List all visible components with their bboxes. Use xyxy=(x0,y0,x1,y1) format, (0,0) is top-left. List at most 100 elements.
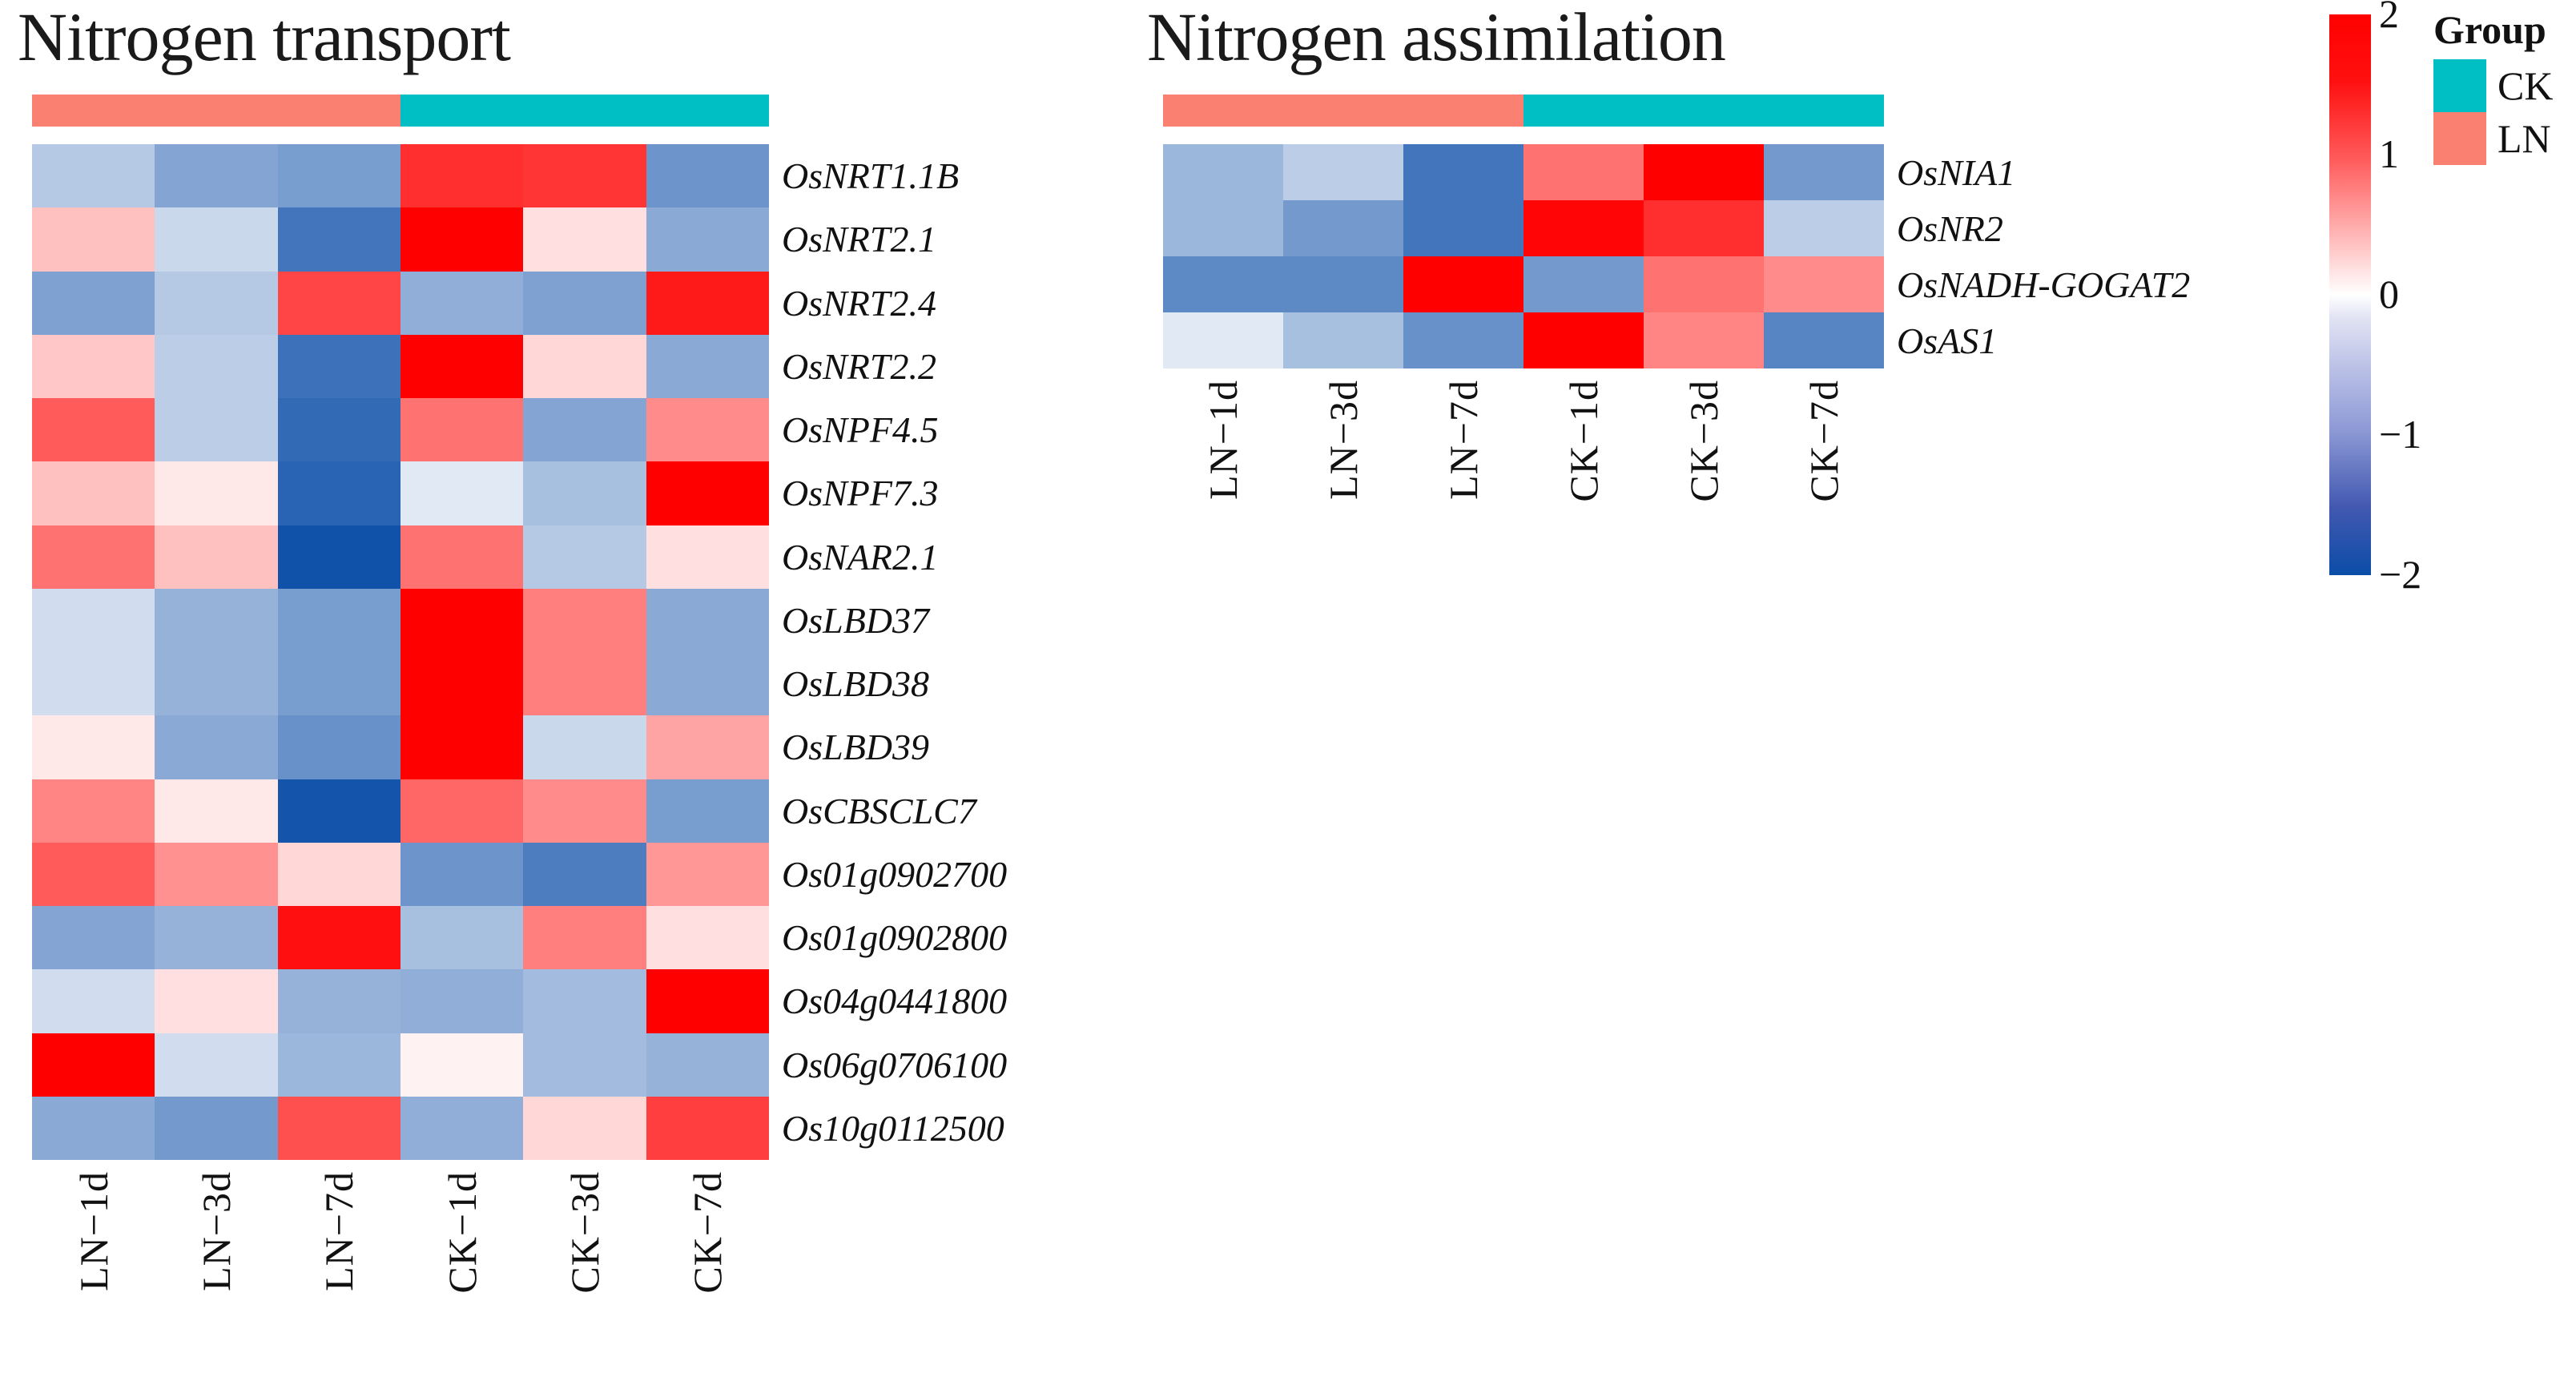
heatmap-cell[interactable] xyxy=(646,398,769,462)
heatmap-cell[interactable] xyxy=(523,779,646,843)
heatmap-cell[interactable] xyxy=(32,207,155,272)
heatmap-cell[interactable] xyxy=(277,398,400,462)
heatmap-cell[interactable] xyxy=(32,969,155,1033)
heatmap-cell[interactable] xyxy=(646,334,769,398)
heatmap-cell[interactable] xyxy=(400,842,524,906)
heatmap-grid[interactable] xyxy=(1163,144,1884,368)
heatmap-cell[interactable] xyxy=(155,779,278,843)
heatmap-cell[interactable] xyxy=(32,906,155,970)
heatmap-cell[interactable] xyxy=(646,906,769,970)
heatmap-cell[interactable] xyxy=(277,715,400,779)
heatmap-cell[interactable] xyxy=(32,1033,155,1097)
heatmap-cell[interactable] xyxy=(523,207,646,272)
heatmap-cell[interactable] xyxy=(400,779,524,843)
heatmap-cell[interactable] xyxy=(400,461,524,525)
heatmap-cell[interactable] xyxy=(1523,144,1644,200)
heatmap-cell[interactable] xyxy=(32,398,155,462)
heatmap-cell[interactable] xyxy=(400,715,524,779)
heatmap-cell[interactable] xyxy=(277,461,400,525)
heatmap-cell[interactable] xyxy=(1283,200,1403,256)
heatmap-cell[interactable] xyxy=(523,334,646,398)
heatmap-cell[interactable] xyxy=(32,588,155,652)
heatmap-cell[interactable] xyxy=(32,652,155,716)
heatmap-cell[interactable] xyxy=(646,1096,769,1160)
heatmap-cell[interactable] xyxy=(523,842,646,906)
heatmap-cell[interactable] xyxy=(277,588,400,652)
heatmap-cell[interactable] xyxy=(155,715,278,779)
heatmap-cell[interactable] xyxy=(400,271,524,335)
heatmap-cell[interactable] xyxy=(523,715,646,779)
heatmap-cell[interactable] xyxy=(277,271,400,335)
heatmap-cell[interactable] xyxy=(32,144,155,208)
heatmap-cell[interactable] xyxy=(155,842,278,906)
legend-item[interactable]: CK xyxy=(2433,59,2553,112)
heatmap-cell[interactable] xyxy=(32,842,155,906)
heatmap-cell[interactable] xyxy=(155,398,278,462)
heatmap-cell[interactable] xyxy=(1764,144,1884,200)
heatmap-cell[interactable] xyxy=(400,1033,524,1097)
heatmap-cell[interactable] xyxy=(523,1033,646,1097)
heatmap-cell[interactable] xyxy=(277,842,400,906)
heatmap-cell[interactable] xyxy=(646,588,769,652)
heatmap-cell[interactable] xyxy=(523,525,646,589)
heatmap-cell[interactable] xyxy=(155,461,278,525)
heatmap-cell[interactable] xyxy=(1764,312,1884,368)
heatmap-cell[interactable] xyxy=(277,906,400,970)
heatmap-cell[interactable] xyxy=(1523,312,1644,368)
heatmap-cell[interactable] xyxy=(1163,200,1283,256)
heatmap-cell[interactable] xyxy=(155,334,278,398)
heatmap-cell[interactable] xyxy=(1283,144,1403,200)
heatmap-cell[interactable] xyxy=(32,461,155,525)
heatmap-cell[interactable] xyxy=(1283,312,1403,368)
heatmap-cell[interactable] xyxy=(1403,256,1523,312)
heatmap-cell[interactable] xyxy=(155,207,278,272)
heatmap-cell[interactable] xyxy=(400,525,524,589)
heatmap-cell[interactable] xyxy=(155,1096,278,1160)
heatmap-cell[interactable] xyxy=(523,588,646,652)
heatmap-cell[interactable] xyxy=(1644,312,1764,368)
heatmap-cell[interactable] xyxy=(277,1033,400,1097)
heatmap-cell[interactable] xyxy=(646,144,769,208)
heatmap-cell[interactable] xyxy=(1644,256,1764,312)
heatmap-cell[interactable] xyxy=(523,906,646,970)
heatmap-cell[interactable] xyxy=(1403,144,1523,200)
heatmap-cell[interactable] xyxy=(1644,200,1764,256)
heatmap-cell[interactable] xyxy=(646,715,769,779)
heatmap-cell[interactable] xyxy=(646,652,769,716)
heatmap-cell[interactable] xyxy=(523,144,646,208)
heatmap-cell[interactable] xyxy=(646,969,769,1033)
heatmap-grid[interactable] xyxy=(32,144,769,1160)
heatmap-cell[interactable] xyxy=(155,271,278,335)
heatmap-cell[interactable] xyxy=(1764,200,1884,256)
heatmap-cell[interactable] xyxy=(1644,144,1764,200)
heatmap-cell[interactable] xyxy=(1403,312,1523,368)
heatmap-cell[interactable] xyxy=(400,144,524,208)
heatmap-cell[interactable] xyxy=(646,525,769,589)
heatmap-cell[interactable] xyxy=(523,398,646,462)
heatmap-cell[interactable] xyxy=(155,1033,278,1097)
heatmap-cell[interactable] xyxy=(155,969,278,1033)
heatmap-cell[interactable] xyxy=(400,969,524,1033)
heatmap-cell[interactable] xyxy=(400,398,524,462)
heatmap-cell[interactable] xyxy=(1283,256,1403,312)
heatmap-cell[interactable] xyxy=(32,525,155,589)
heatmap-cell[interactable] xyxy=(155,588,278,652)
heatmap-cell[interactable] xyxy=(400,207,524,272)
heatmap-cell[interactable] xyxy=(1523,256,1644,312)
heatmap-cell[interactable] xyxy=(1764,256,1884,312)
heatmap-cell[interactable] xyxy=(277,779,400,843)
heatmap-cell[interactable] xyxy=(646,461,769,525)
heatmap-cell[interactable] xyxy=(277,207,400,272)
heatmap-cell[interactable] xyxy=(523,652,646,716)
legend-item[interactable]: LN xyxy=(2433,112,2553,165)
heatmap-cell[interactable] xyxy=(646,842,769,906)
heatmap-cell[interactable] xyxy=(400,588,524,652)
heatmap-cell[interactable] xyxy=(400,334,524,398)
heatmap-cell[interactable] xyxy=(523,1096,646,1160)
heatmap-cell[interactable] xyxy=(277,1096,400,1160)
heatmap-cell[interactable] xyxy=(1523,200,1644,256)
heatmap-cell[interactable] xyxy=(646,207,769,272)
heatmap-cell[interactable] xyxy=(1163,144,1283,200)
heatmap-cell[interactable] xyxy=(1163,256,1283,312)
heatmap-cell[interactable] xyxy=(523,271,646,335)
